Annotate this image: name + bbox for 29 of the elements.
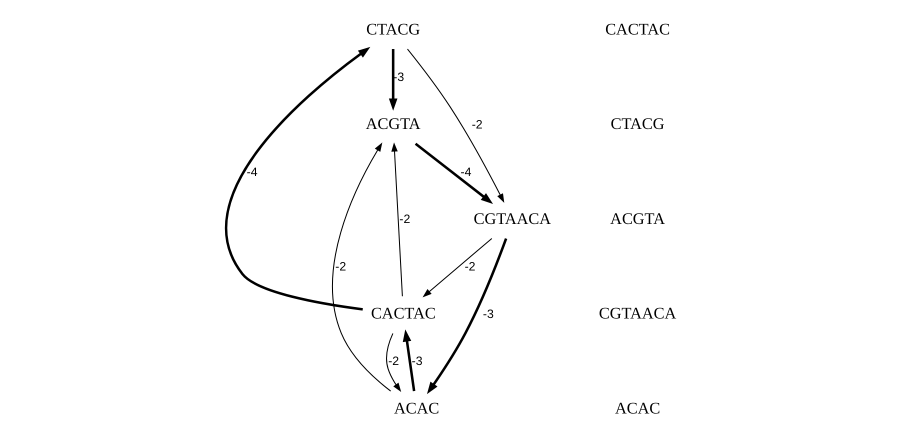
arrow <box>402 329 415 392</box>
label: ACGTA <box>610 208 664 228</box>
arrow <box>332 142 390 392</box>
label: CGTAACA <box>598 304 676 323</box>
edge-label: -2 <box>471 117 482 132</box>
node-text: CGTAACA <box>473 208 551 228</box>
label: CACTAC <box>604 19 670 38</box>
arrow <box>388 49 397 111</box>
edge-label: -2 <box>388 354 399 368</box>
arrow <box>426 238 507 394</box>
edge-label: -3 <box>482 306 494 321</box>
arrow <box>422 238 492 298</box>
edge-label: -3 <box>411 354 422 368</box>
label: CTACG <box>610 114 664 134</box>
edge-label: -2 <box>334 260 346 274</box>
node-text: ACGTA <box>365 114 420 134</box>
arrow <box>224 46 370 311</box>
edge-label: -2 <box>398 212 410 226</box>
edge-label: -4 <box>460 164 471 179</box>
arrow <box>406 48 504 203</box>
arrow <box>386 333 401 392</box>
arrow <box>414 142 493 204</box>
node-text: CTACG <box>366 19 420 38</box>
arrow <box>390 142 402 296</box>
edge-label: -2 <box>464 260 475 274</box>
node-text: ACAC <box>393 398 439 418</box>
label: ACAC <box>614 398 660 418</box>
node-text: CACTAC <box>370 304 436 323</box>
edge-label: -4 <box>246 164 258 179</box>
